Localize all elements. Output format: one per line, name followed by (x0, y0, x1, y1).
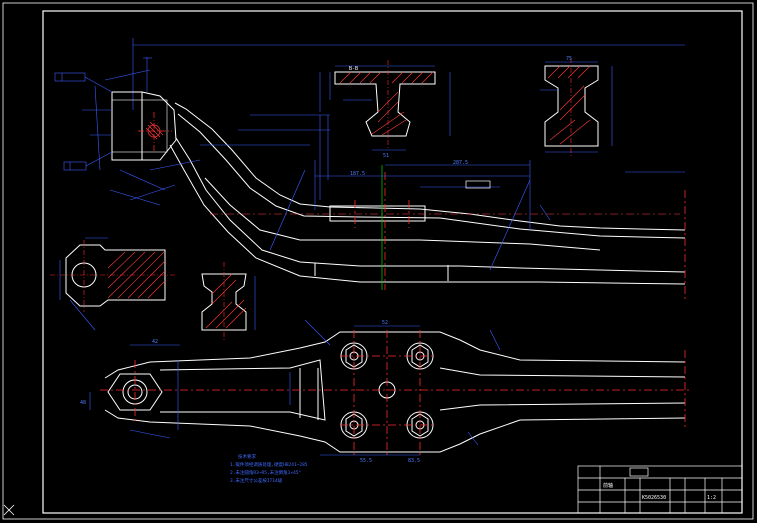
axle-plan-view (104, 331, 686, 453)
notes-heading: 技术要求 (238, 453, 256, 460)
section-bb-left: B-B 51 (319, 60, 451, 159)
dim-75: 75 (566, 56, 572, 62)
inner-frame (42, 10, 743, 514)
dim-83-5: 83.5 (408, 458, 420, 464)
dim-52: 52 (382, 320, 388, 326)
section-bb-left-label: B-B (349, 66, 358, 72)
notes-line-3: 3.未注尺寸公差按IT14级 (230, 477, 283, 484)
title-block (577, 465, 743, 514)
title-drawing-name: 前轴 (603, 482, 613, 489)
kingpin-centerline (138, 112, 172, 152)
dim-187-5: 187.5 (350, 171, 365, 177)
ucs-icon (3, 504, 15, 516)
dim-287-5: 287.5 (453, 160, 468, 166)
dim-51: 51 (383, 153, 389, 159)
kingpin-hole-hatch (145, 121, 164, 140)
section-bb-right: 75 (540, 56, 613, 156)
kingpin-dimensions (54, 57, 201, 206)
beam-centerlines (210, 172, 686, 300)
dim-42: 42 (152, 339, 158, 345)
plan-centerlines (100, 330, 690, 455)
section-left-end (50, 237, 175, 331)
plan-dimensions (89, 319, 501, 456)
kingpin-end-view (111, 91, 177, 161)
dim-55-5: 55.5 (360, 458, 372, 464)
flatness-tolerance-box (465, 180, 491, 189)
section-small-middle (201, 262, 256, 340)
notes-line-2: 2.未注圆角R3~R5,未注倒角1×45° (230, 469, 302, 476)
technical-notes: 技术要求 1.锻件须经调质处理,硬度HB241~285 2.未注圆角R3~R5,… (230, 453, 308, 484)
title-part-number: K5026530 (642, 495, 666, 501)
title-scale: 1:2 (707, 495, 716, 501)
dim-48: 48 (80, 400, 86, 406)
top-view-dimensions (132, 38, 685, 271)
notes-line-1: 1.锻件须经调质处理,硬度HB241~285 (230, 461, 308, 468)
